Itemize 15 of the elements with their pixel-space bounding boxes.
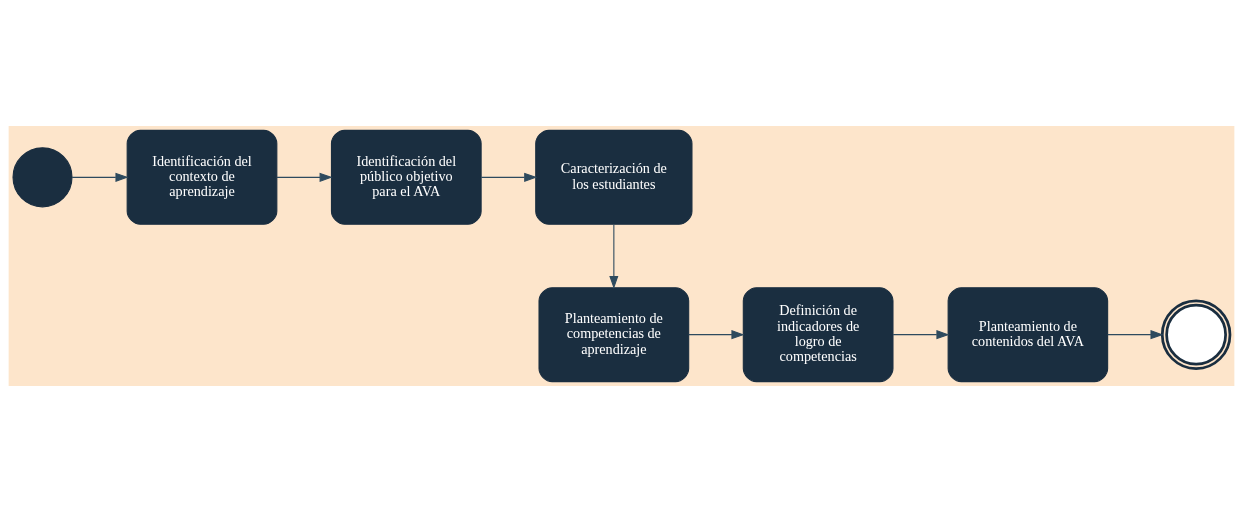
node-box: Identificación del público objetivo para el AVA [330,129,482,225]
node-box: Planteamiento de contenidos del AVA [947,287,1109,383]
node-box: Caracterización de los estudiantes [535,129,693,225]
arrow [688,330,745,340]
node-box: Identificación del contexto de aprendizaje [126,129,278,225]
node-box: Planteamiento de competencias de aprendizaje [538,287,690,383]
arrow [276,172,333,182]
node-circle [12,147,73,208]
node-box: Definición de indicadores de logro de competencias [742,287,894,383]
arrow [1107,330,1164,340]
arrow [609,224,619,289]
arrow [71,172,129,182]
arrow [480,172,538,182]
arrow [892,330,950,340]
node-circle [1160,299,1232,370]
